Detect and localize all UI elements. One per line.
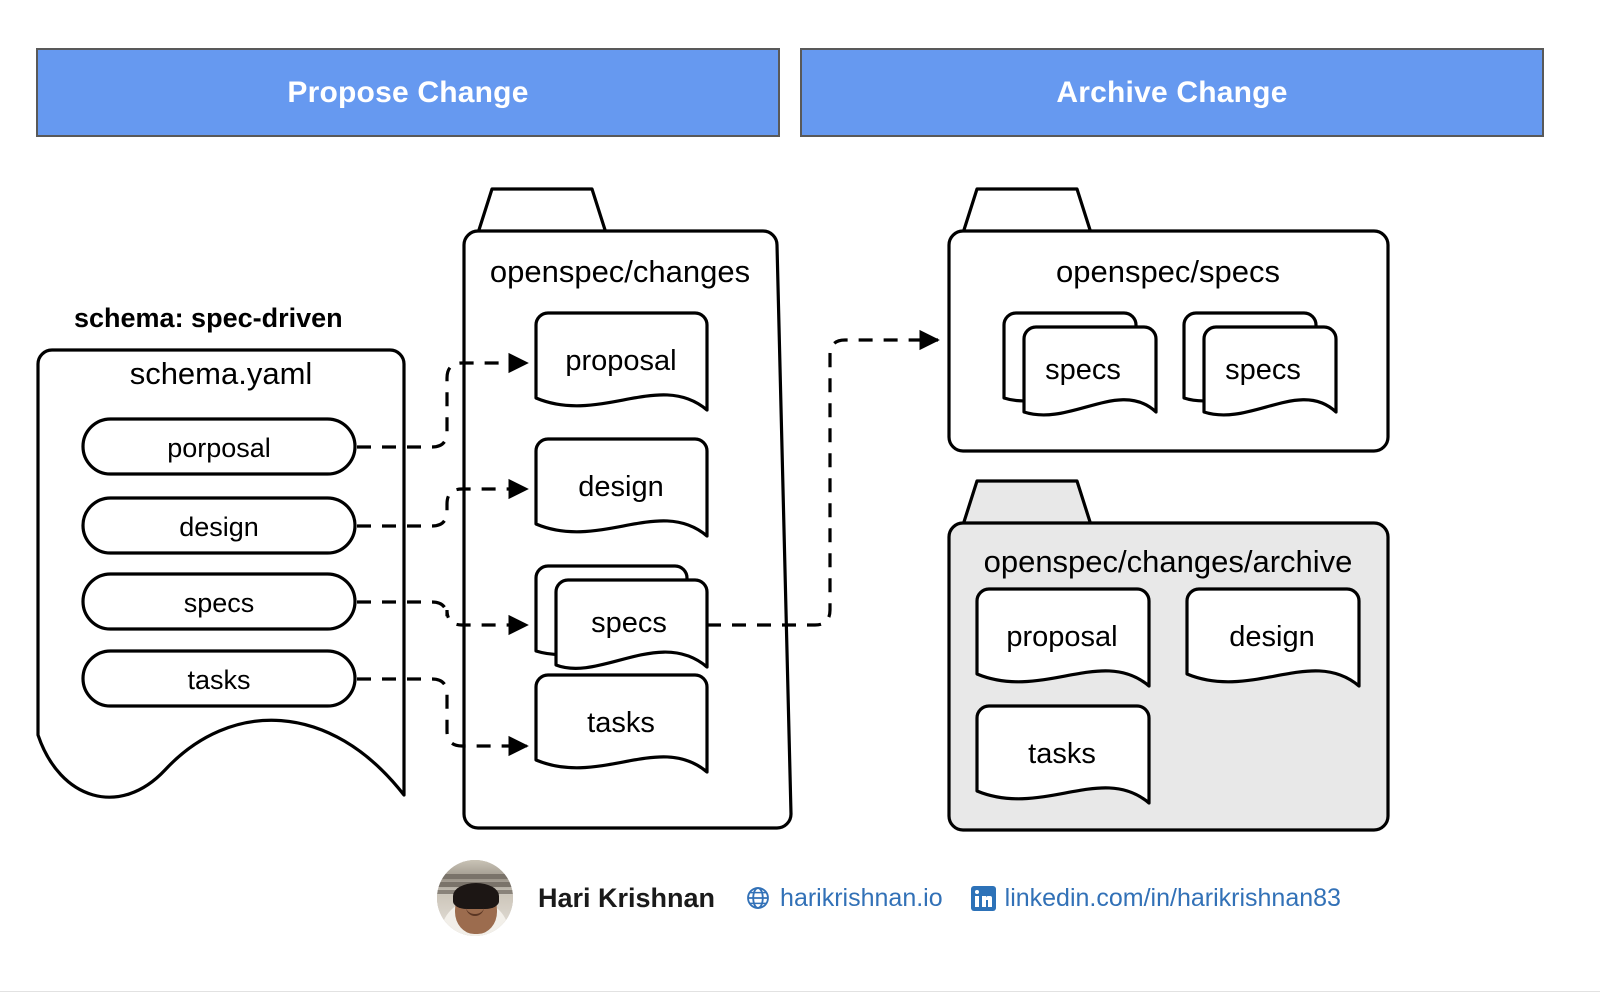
- schema-item-pills: [81, 417, 357, 708]
- changes-folder-title: openspec/changes: [489, 254, 751, 289]
- globe-icon: [747, 887, 769, 909]
- specs-folder-title: openspec/specs: [1055, 254, 1281, 289]
- connector-specs-to-specs: [357, 600, 529, 636]
- changes-doc-specs[interactable]: specs: [591, 607, 667, 639]
- changes-doc-proposal[interactable]: proposal: [565, 345, 677, 377]
- author-name: Hari Krishnan: [538, 882, 716, 913]
- connector-design-to-design: [357, 478, 529, 528]
- archive-doc-tasks[interactable]: tasks: [1028, 738, 1096, 770]
- schema-yaml-title: schema.yaml: [129, 356, 313, 391]
- archive-doc-design[interactable]: design: [1229, 621, 1315, 653]
- linkedin-icon: [970, 885, 996, 911]
- archive-folder-title: openspec/changes/archive: [983, 544, 1353, 579]
- schema-pill-porposal[interactable]: porposal: [167, 433, 271, 463]
- changes-folder-documents: [534, 311, 709, 774]
- connector-porposal-to-proposal: [357, 352, 529, 449]
- archive-folder-documents: [975, 587, 1361, 805]
- website-link-label: harikrishnan.io: [780, 883, 943, 912]
- avatar-photo: [437, 860, 513, 936]
- specs-folder-documents: [1002, 311, 1338, 417]
- connector-tasks-to-tasks: [357, 677, 529, 757]
- schema-pill-tasks[interactable]: tasks: [187, 665, 251, 695]
- linkedin-link-label: linkedin.com/in/harikrishnan83: [1004, 883, 1341, 912]
- website-link[interactable]: harikrishnan.io: [745, 884, 943, 913]
- banner-propose-change: Propose Change: [36, 48, 780, 137]
- changes-doc-design[interactable]: design: [578, 471, 664, 503]
- specs-folder-doc-2[interactable]: specs: [1225, 354, 1301, 386]
- schema-outside-label: schema: spec-driven: [74, 303, 343, 333]
- specs-folder-doc-1[interactable]: specs: [1045, 354, 1121, 386]
- linkedin-link[interactable]: linkedin.com/in/harikrishnan83: [970, 883, 1341, 913]
- banner-archive-change: Archive Change: [800, 48, 1544, 137]
- changes-doc-tasks[interactable]: tasks: [587, 707, 655, 739]
- schema-pill-design[interactable]: design: [179, 512, 259, 542]
- author-footer: Hari Krishnan harikrishnan.io linkedin.c…: [437, 860, 1341, 936]
- archive-doc-proposal[interactable]: proposal: [1006, 621, 1118, 653]
- schema-pill-specs[interactable]: specs: [183, 588, 255, 618]
- connector-changes-specs-to-openspec-specs: [707, 329, 940, 627]
